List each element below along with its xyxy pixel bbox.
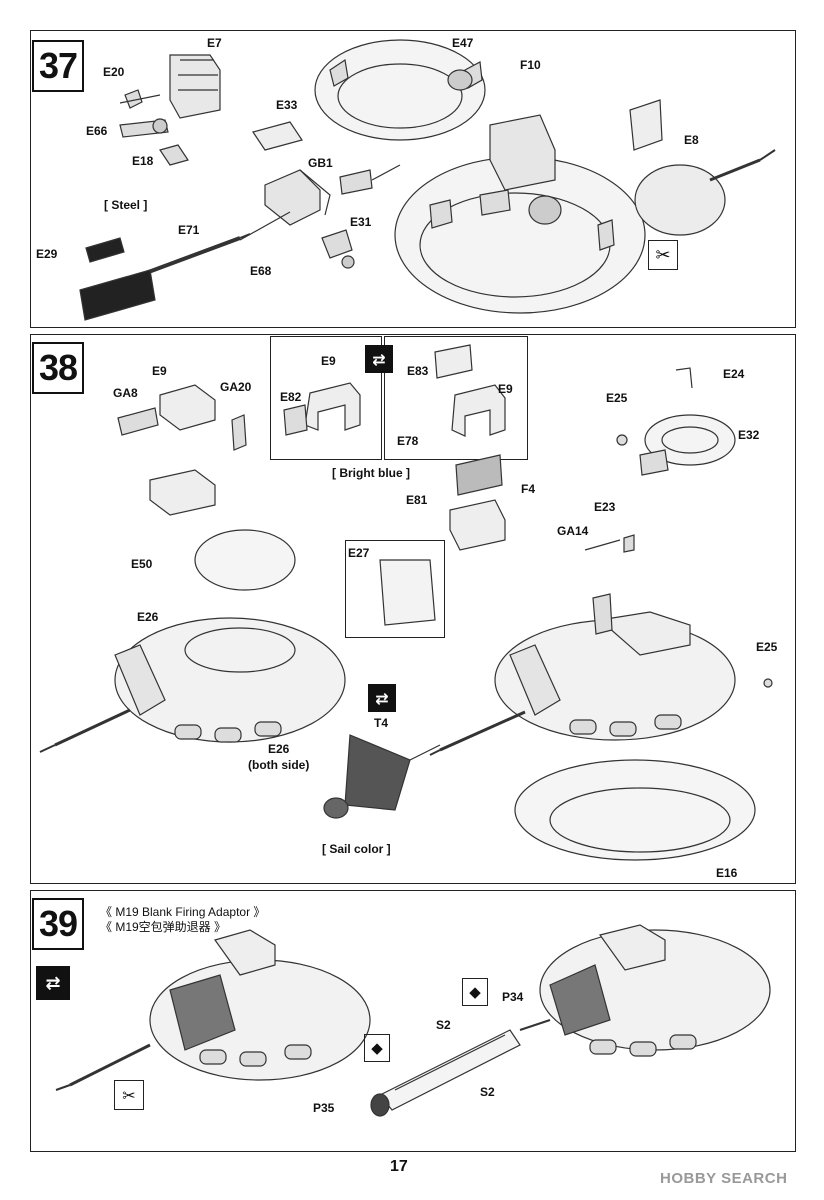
step-number-39: 39 [32,898,84,950]
sail-color-note: [ Sail color ] [322,842,391,856]
part-label-e47: E47 [452,36,474,50]
m19-title-cn: 《 M19空包弹助退器 》 [100,920,227,934]
m19-title-en: 《 M19 Blank Firing Adaptor 》 [100,905,266,919]
part-label-gb1: GB1 [308,156,333,170]
part-label-ga14: GA14 [557,524,589,538]
steel-color-note: [ Steel ] [104,198,148,212]
part-label-e26: E26 [137,610,159,624]
step-number-38: 38 [32,342,84,394]
part-label-e8: E8 [684,133,699,147]
part-label-e68: E68 [250,264,272,278]
part-label-e66: E66 [86,124,108,138]
part-label-e16: E16 [716,866,738,880]
part-label-e29: E29 [36,247,58,261]
part-label-t4: T4 [374,716,389,730]
step-number-37: 37 [32,40,84,92]
bright-blue-note: [ Bright blue ] [332,466,410,480]
part-label-f10: F10 [520,58,541,72]
cut-icon: ✂ [114,1080,144,1110]
option-icon: ⇄ [36,966,70,1000]
part-label-ga8: GA8 [113,386,138,400]
part-label-e25: E25 [606,391,628,405]
part-label-e27: E27 [348,546,370,560]
part-label-e50: E50 [131,557,153,571]
part-label-s2-lower: S2 [480,1085,495,1099]
part-label-e9-inset-right: E9 [498,382,513,396]
part-label-e7: E7 [207,36,222,50]
part-label-e25-right: E25 [756,640,778,654]
part-label-e82: E82 [280,390,302,404]
watermark: HOBBY SEARCH [660,1170,788,1187]
part-label-e78: E78 [397,434,419,448]
part-label-e23: E23 [594,500,616,514]
part-label-p34: P34 [502,990,524,1004]
part-label-e81: E81 [406,493,428,507]
part-label-p35: P35 [313,1101,335,1115]
part-label-f4: F4 [521,482,536,496]
option-icon: ⇄ [368,684,396,712]
part-label-e71: E71 [178,223,200,237]
part-label-ga20: GA20 [220,380,252,394]
part-label-e31: E31 [350,215,372,229]
cement-icon: ◆ [364,1034,390,1062]
part-label-e20: E20 [103,65,125,79]
part-label-e24: E24 [723,367,745,381]
part-label-e26-both: E26 [268,742,290,756]
cut-icon: ✂ [648,240,678,270]
part-label-e32: E32 [738,428,760,442]
both-side-note: (both side) [248,758,310,772]
part-label-e18: E18 [132,154,154,168]
part-label-e33: E33 [276,98,298,112]
cement-icon: ◆ [462,978,488,1006]
part-label-e9: E9 [152,364,167,378]
page-number: 17 [390,1158,408,1175]
part-label-e9-inset: E9 [321,354,336,368]
option-icon: ⇄ [365,345,393,373]
part-label-e83: E83 [407,364,429,378]
part-label-s2-upper: S2 [436,1018,451,1032]
